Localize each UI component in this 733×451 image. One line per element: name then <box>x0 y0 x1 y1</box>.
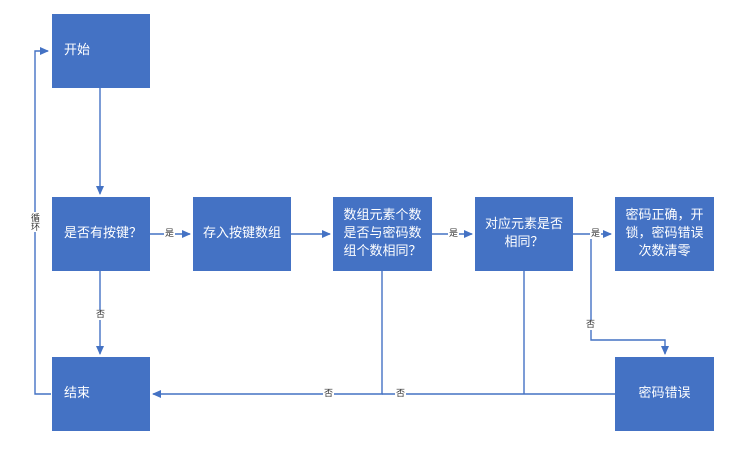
label-count-no: 否 <box>323 389 335 399</box>
node-correct: 密码正确，开 锁，密码错误 次数清零 <box>615 197 714 271</box>
node-compare-count: 数组元素个数 是否与密码数 组个数相同？ <box>333 197 432 271</box>
node-end: 结束 <box>52 357 150 431</box>
edge-junction-to-wrong <box>590 234 669 355</box>
label-elem-no: 否 <box>395 389 407 399</box>
label-has-key-no: 否 <box>95 310 107 320</box>
node-store: 存入按键数组 <box>193 197 291 271</box>
node-has-key: 是否有按键？ <box>52 197 150 271</box>
edge-count-no <box>152 271 383 398</box>
label-junction-no: 否 <box>585 320 597 330</box>
node-wrong: 密码错误 <box>615 357 714 431</box>
node-compare-elem: 对应元素是否 相同？ <box>475 197 573 271</box>
label-elem-yes: 是 <box>590 229 602 239</box>
label-has-key-yes: 是 <box>164 229 176 239</box>
label-count-yes: 是 <box>448 229 460 239</box>
node-start: 开始 <box>52 14 150 88</box>
label-loop: 循环 <box>29 212 39 232</box>
